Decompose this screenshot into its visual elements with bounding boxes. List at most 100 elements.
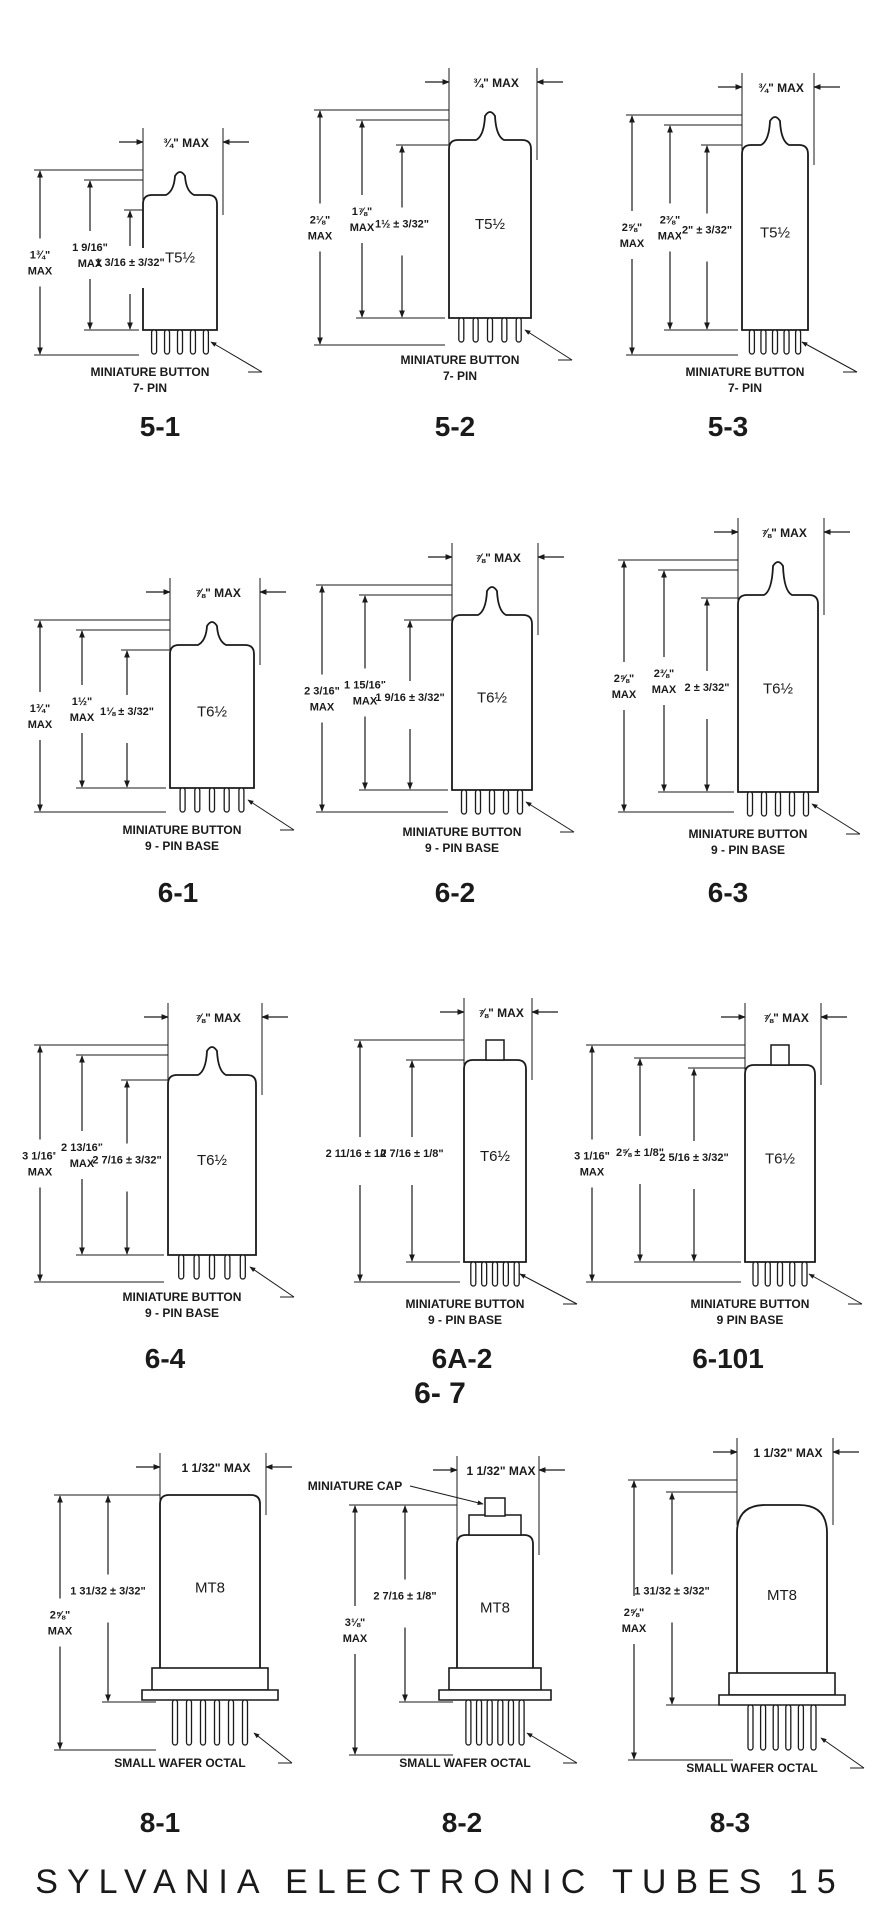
base-shell [448, 1667, 542, 1691]
bulb-designation: T5½ [760, 225, 791, 242]
base-pin [179, 787, 186, 813]
label-knockout [379, 1581, 431, 1622]
width-dimension-label: ¾" MAX [758, 81, 804, 95]
base-pin [488, 789, 496, 815]
leader-arrow [247, 799, 295, 831]
leader-arrow [808, 1273, 863, 1305]
base-pin [176, 329, 184, 355]
bulb-designation: T6½ [480, 1148, 511, 1165]
base-pin [241, 1699, 249, 1746]
base-pin [475, 1699, 483, 1746]
base-pin [194, 787, 201, 813]
height-dimension-suffix: MAX [350, 222, 375, 234]
leader-arrow [524, 329, 573, 361]
base-pin [193, 1254, 200, 1280]
label-knockout [56, 687, 108, 727]
base-pin [202, 329, 210, 355]
figure-caption: 6A-2 [432, 1343, 493, 1374]
bulb-designation: T6½ [477, 690, 508, 707]
leader-arrow [820, 1737, 865, 1769]
base-pin [507, 1699, 515, 1746]
base-pin [502, 789, 510, 815]
bulb-designation: MT8 [195, 1580, 225, 1597]
figure-caption: 6-101 [692, 1343, 764, 1374]
base-pin [794, 329, 802, 355]
base-pin [501, 317, 508, 343]
base-type-label: 9 - PIN BASE [145, 839, 219, 853]
width-dimension-label: ¾" MAX [473, 76, 519, 90]
height-dimension-value: 1¾" [30, 250, 51, 262]
height-dimension-value: 1⅞" [352, 206, 373, 218]
height-dimension-value: 1½ ± 3/32" [375, 219, 429, 231]
cap-type-label: MINIATURE CAP [308, 1479, 402, 1493]
height-dimension-suffix: MAX [353, 696, 378, 708]
base-shell [728, 1672, 836, 1696]
base-type-label: 9 - PIN BASE [428, 1313, 502, 1327]
label-knockout [646, 1576, 698, 1617]
figure-caption: 5-1 [140, 411, 180, 442]
height-dimension-suffix: MAX [308, 231, 333, 243]
tube-bulb-outline [167, 1046, 257, 1256]
base-type-label: MINIATURE BUTTON [686, 365, 805, 379]
base-pin [801, 1261, 808, 1287]
height-dimension-value: 2⅛" [310, 215, 331, 227]
base-pin [513, 1261, 520, 1287]
base-type-label: MINIATURE BUTTON [123, 1290, 242, 1304]
tube-bulb-outline [159, 1494, 261, 1691]
base-pin [458, 317, 465, 343]
cap-leader-arrow [409, 1485, 484, 1506]
base-pin [486, 1699, 493, 1746]
height-dimension-value: 2⅜" [654, 668, 675, 680]
label-knockout [681, 673, 733, 713]
height-dimension-suffix: MAX [580, 1167, 605, 1179]
label-knockout [334, 1139, 386, 1179]
label-knockout [566, 1141, 618, 1182]
base-type-label: 9 - PIN BASE [711, 843, 785, 857]
base-pin [502, 1261, 510, 1287]
figure-caption: 6-1 [158, 877, 198, 908]
height-dimension-value: 1⅛ ± 3/32" [100, 706, 154, 718]
base-type-label: MINIATURE BUTTON [691, 1297, 810, 1311]
base-pin [497, 1699, 504, 1746]
figure-caption: 6-2 [435, 877, 475, 908]
height-dimension-suffix: MAX [343, 1633, 368, 1645]
leader-arrow [801, 341, 858, 373]
base-type-label: MINIATURE BUTTON [406, 1297, 525, 1311]
bulb-designation: T6½ [197, 1152, 228, 1169]
label-knockout [614, 1138, 666, 1178]
base-pin [185, 1699, 193, 1746]
base-pin [470, 1261, 477, 1287]
base-pin [518, 1699, 525, 1746]
base-pin [764, 1261, 771, 1287]
height-dimension-value: 2⅝" [50, 1610, 71, 1622]
base-pin [239, 1254, 246, 1280]
height-dimension-suffix: MAX [652, 684, 677, 696]
height-dimension-value: 2 7/16 ± 3/32" [92, 1155, 161, 1167]
label-knockout [56, 1133, 108, 1173]
height-dimension-suffix: MAX [622, 1623, 647, 1635]
height-dimension-value: 2 11/16 ± 1/8" [326, 1148, 395, 1160]
base-pin [760, 791, 768, 817]
figure-caption: 5-2 [435, 411, 475, 442]
base-pin [802, 791, 810, 817]
height-dimension-suffix: MAX [28, 1167, 53, 1179]
height-dimension-value: 1 31/32 ± 3/32" [70, 1586, 145, 1598]
base-pin [486, 317, 494, 343]
label-knockout [14, 240, 66, 281]
base-pin [208, 1254, 216, 1280]
figure-caption: 8-3 [710, 1807, 750, 1838]
height-dimension-suffix: MAX [28, 266, 53, 278]
height-dimension-value: 1 9/16 ± 3/32" [375, 692, 444, 704]
base-pin [788, 791, 796, 817]
base-pin [810, 1704, 817, 1751]
height-dimension-value: 2⅝" [614, 673, 635, 685]
base-pin [491, 1261, 499, 1287]
height-dimension-value: 2⅝" [622, 222, 643, 234]
height-dimension-value: 1 31/32 ± 3/32" [634, 1586, 709, 1598]
label-knockout [668, 1143, 720, 1183]
base-pin [208, 787, 216, 813]
